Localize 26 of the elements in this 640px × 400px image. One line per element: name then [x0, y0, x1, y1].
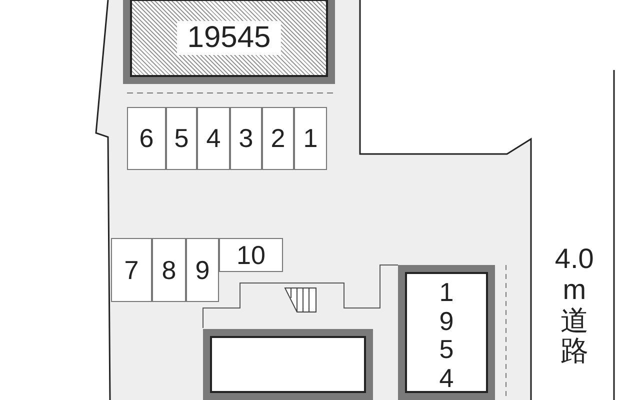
space-number: 1 [303, 123, 318, 154]
building-number: 19545 [177, 21, 281, 55]
space-number: 6 [139, 123, 154, 154]
space-number: 9 [195, 254, 210, 286]
space-number: 2 [270, 123, 286, 154]
parking-space [152, 238, 186, 302]
space-number: 7 [124, 254, 139, 286]
parking-space [219, 238, 283, 272]
parking-space [197, 107, 230, 170]
space-number: 8 [162, 254, 176, 286]
parking-space [111, 238, 152, 302]
building-number: 1954 [438, 278, 455, 392]
road-width-label: 4.0m道路 [554, 244, 595, 368]
parking-space [230, 107, 262, 170]
space-number: 10 [236, 240, 266, 270]
space-number: 4 [206, 123, 221, 154]
parking-space [127, 107, 166, 170]
space-number: 5 [174, 123, 189, 154]
parking-space [166, 107, 197, 170]
parking-space [186, 238, 219, 302]
parking-space [294, 107, 327, 170]
building [123, 0, 335, 84]
space-number: 3 [238, 123, 254, 154]
parking-space [262, 107, 294, 170]
building [398, 265, 495, 400]
building [203, 329, 373, 400]
